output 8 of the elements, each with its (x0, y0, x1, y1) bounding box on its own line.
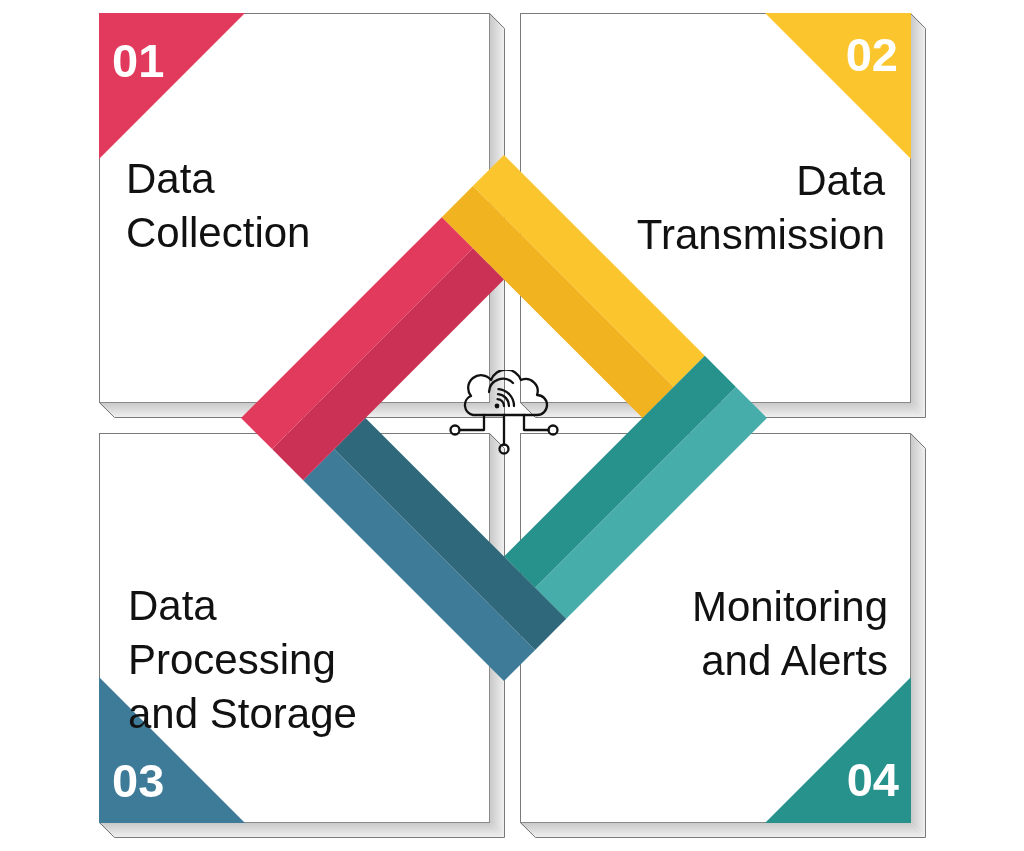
step-number: 03 (112, 757, 165, 804)
step-number: 01 (112, 37, 165, 84)
step-title: Monitoring and Alerts (690, 582, 888, 686)
step-number: 02 (845, 31, 898, 78)
step-number: 04 (846, 756, 899, 803)
step-title: Data Collection (126, 154, 312, 258)
step-title: Data Transmission (635, 156, 885, 260)
step-title: Data Processing and Storage (128, 581, 358, 739)
